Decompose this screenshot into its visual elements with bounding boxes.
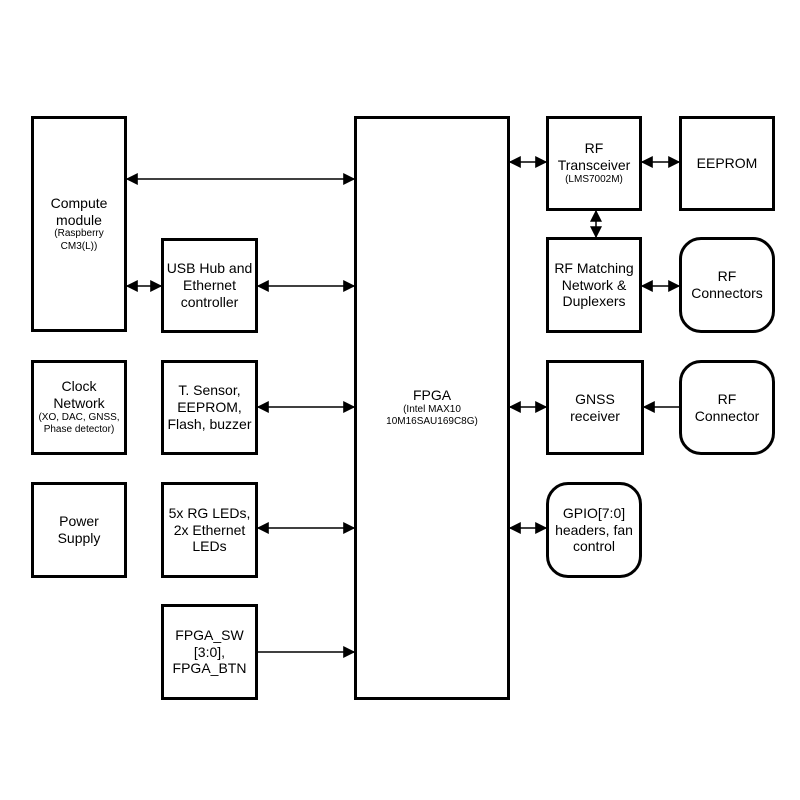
rf-matching-title: RF Matching Network & Duplexers bbox=[554, 259, 634, 310]
fpga-subtitle: (Intel MAX10 10M16SAU169C8G) bbox=[386, 403, 478, 428]
fpga-block: FPGA (Intel MAX10 10M16SAU169C8G) bbox=[354, 116, 510, 700]
clock-network-subtitle: (XO, DAC, GNSS, Phase detector) bbox=[38, 411, 120, 436]
fpga-sw-title: FPGA_SW [3:0], FPGA_BTN bbox=[172, 626, 247, 677]
eeprom-title: EEPROM bbox=[696, 155, 758, 172]
compute-module-block: Compute module (Raspberry CM3(L)) bbox=[31, 116, 127, 332]
sensor-title: T. Sensor, EEPROM, Flash, buzzer bbox=[167, 382, 252, 432]
eeprom-block: EEPROM bbox=[679, 116, 775, 211]
clock-network-block: Clock Network (XO, DAC, GNSS, Phase dete… bbox=[31, 360, 127, 455]
compute-module-title: Compute module bbox=[50, 194, 108, 228]
usb-hub-title: USB Hub and Ethernet controller bbox=[166, 260, 253, 310]
fpga-sw-block: FPGA_SW [3:0], FPGA_BTN bbox=[161, 604, 258, 700]
gpio-title: GPIO[7:0] headers, fan control bbox=[555, 504, 633, 555]
gnss-block: GNSS receiver bbox=[546, 360, 644, 455]
sensor-block: T. Sensor, EEPROM, Flash, buzzer bbox=[161, 360, 258, 455]
leds-block: 5x RG LEDs, 2x Ethernet LEDs bbox=[161, 482, 258, 578]
usb-hub-block: USB Hub and Ethernet controller bbox=[161, 238, 258, 333]
rf-transceiver-title: RF Transceiver bbox=[557, 140, 631, 174]
clock-network-title: Clock Network bbox=[53, 378, 105, 411]
power-supply-block: Power Supply bbox=[31, 482, 127, 578]
rf-transceiver-subtitle: (LMS7002M) bbox=[565, 174, 623, 186]
gpio-block: GPIO[7:0] headers, fan control bbox=[546, 482, 642, 578]
rf-connectors-title: RF Connectors bbox=[691, 268, 763, 301]
rf-connectors-block: RF Connectors bbox=[679, 237, 775, 333]
rf-matching-block: RF Matching Network & Duplexers bbox=[546, 237, 642, 333]
rf-connector-title: RF Connector bbox=[694, 390, 760, 424]
gnss-title: GNSS receiver bbox=[570, 390, 620, 424]
power-supply-title: Power Supply bbox=[57, 513, 101, 546]
compute-module-subtitle: (Raspberry CM3(L)) bbox=[54, 228, 104, 252]
rf-connector-block: RF Connector bbox=[679, 360, 775, 455]
rf-transceiver-block: RF Transceiver (LMS7002M) bbox=[546, 116, 642, 211]
leds-title: 5x RG LEDs, 2x Ethernet LEDs bbox=[168, 504, 251, 555]
fpga-title: FPGA bbox=[412, 387, 452, 404]
